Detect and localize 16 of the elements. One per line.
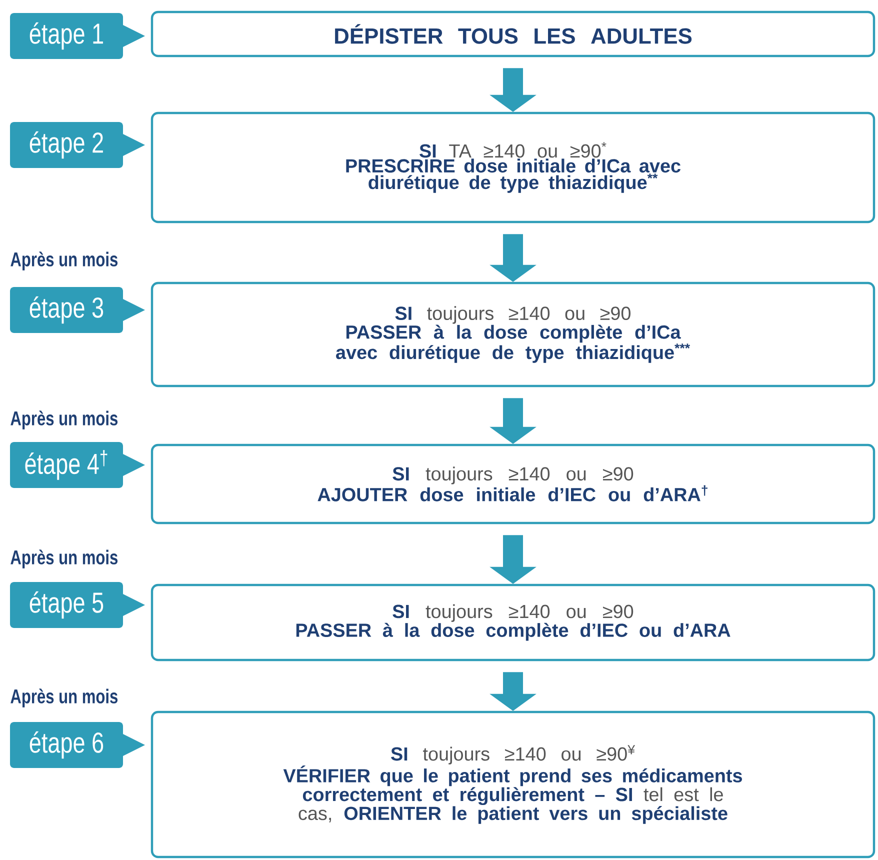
step-tag: étape 5 bbox=[10, 582, 145, 628]
interval-label: Après un mois bbox=[10, 688, 118, 708]
step-tag: étape 2 bbox=[10, 122, 145, 168]
interval-label: Après un mois bbox=[10, 410, 118, 430]
interval-label: Après un mois bbox=[10, 550, 118, 568]
step-box: DÉPISTER TOUS LES ADULTES bbox=[150, 10, 876, 58]
step-box: SI toujours ≥140 ou ≥90 PASSER à la dose complète d’ICa avec diurétique de type thiazidique$^{***}$ bbox=[150, 282, 876, 388]
step-tag: étape 3 bbox=[10, 287, 145, 333]
step-box: SI toujours ≥140 ou ≥90$^{¥}$ VÉRIFIER que le patient prend ses médicaments correctement et régulièrement – SI tel est le cas, ORIENTER le patient vers un spécialiste bbox=[150, 710, 876, 858]
step-box: SI toujours ≥140 ou ≥90 AJOUTER dose initiale d’IEC ou d’ARA$^{†}$ bbox=[150, 444, 876, 524]
interval-label: Après un mois bbox=[10, 252, 118, 270]
step-tag: étape 4$^{†}$ bbox=[10, 442, 145, 488]
step-tag: étape 6 bbox=[10, 722, 145, 768]
step-box: SI TA ≥140 ou ≥90$^{*}$ PRESCRIRE dose initiale d’ICa avec diurétique de type thiazidique$^{**}$ bbox=[150, 112, 876, 224]
step-tag: étape 1 bbox=[10, 13, 145, 59]
step-box: SI toujours ≥140 ou ≥90 PASSER à la dose complète d’IEC ou d’ARA bbox=[150, 584, 876, 662]
